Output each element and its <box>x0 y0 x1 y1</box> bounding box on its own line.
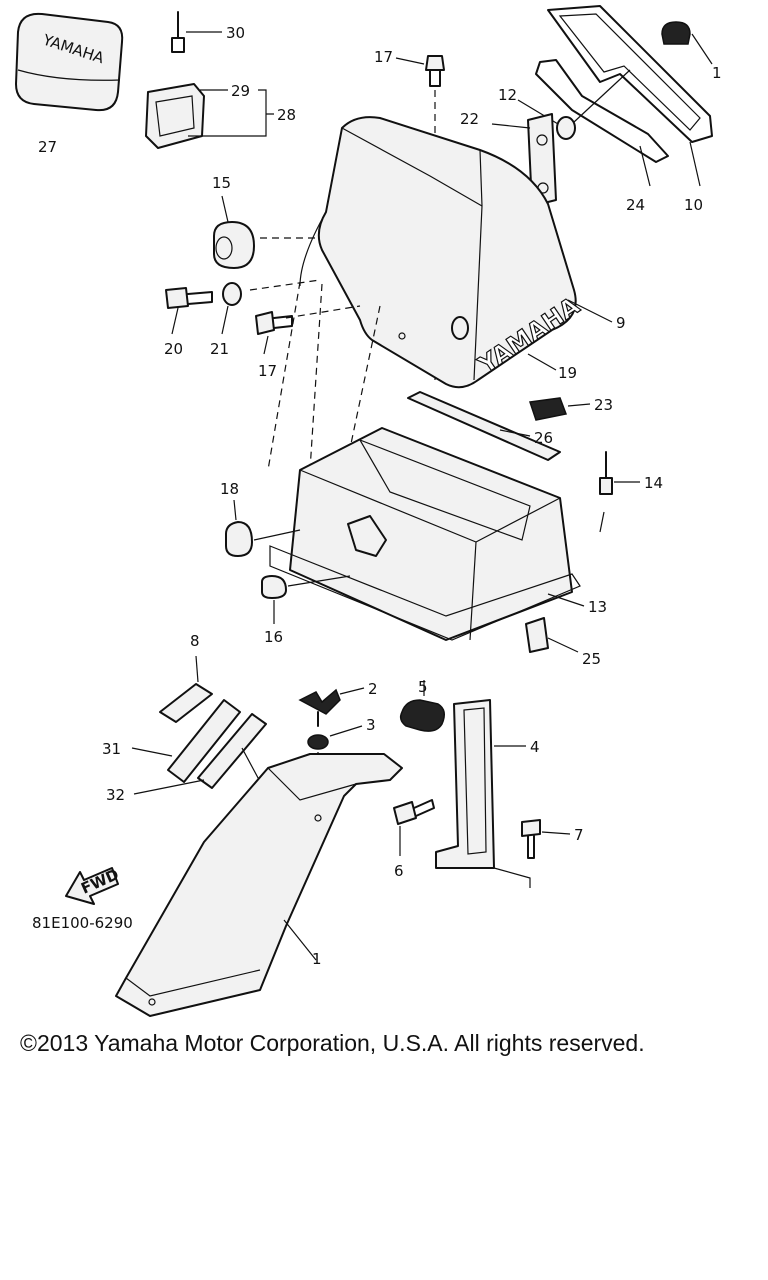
callout-23: 23 <box>594 396 613 414</box>
callout-20: 20 <box>164 340 183 358</box>
callout-17-top: 17 <box>374 48 393 66</box>
callout-6: 6 <box>394 862 404 880</box>
callout-4: 4 <box>530 738 540 756</box>
part-24-bracket <box>535 59 669 187</box>
callout-3: 3 <box>366 716 376 734</box>
part-17-bolt-side <box>255 281 381 497</box>
part-23-pad <box>529 397 591 421</box>
part-21-washer <box>221 282 242 335</box>
callout-16: 16 <box>264 628 283 646</box>
callout-31: 31 <box>102 740 121 758</box>
part-8-pad <box>159 655 213 723</box>
callout-8: 8 <box>190 632 200 650</box>
part-22-plate <box>491 113 557 207</box>
copyright-notice: ©2013 Yamaha Motor Corporation, U.S.A. A… <box>20 1030 645 1056</box>
callout-5: 5 <box>418 678 428 696</box>
part-14-bolt <box>599 451 640 495</box>
part-15-grommet <box>213 195 255 269</box>
part-10-plate <box>547 5 713 187</box>
part-3-washer <box>307 725 363 820</box>
callout-17-side: 17 <box>258 362 277 380</box>
callout-labels: 30 29 28 27 17 1 12 22 24 10 15 9 20 21 … <box>32 24 722 968</box>
callout-9: 9 <box>616 314 626 332</box>
part-30-rivet <box>171 11 222 53</box>
callout-7: 7 <box>574 826 584 844</box>
callout-21: 21 <box>210 340 229 358</box>
part-1-base-plate <box>115 753 403 1017</box>
fwd-arrow-icon: FWD <box>65 865 121 905</box>
callout-26: 26 <box>534 429 553 447</box>
part-7-bolt <box>521 819 571 859</box>
part-31-pad <box>131 699 241 783</box>
part-25-pad <box>525 617 579 653</box>
part-16-cap <box>261 575 351 624</box>
callout-24: 24 <box>626 196 645 214</box>
callout-22: 22 <box>460 110 479 128</box>
callout-28: 28 <box>277 106 296 124</box>
part-29-holder <box>145 83 274 149</box>
callout-13: 13 <box>588 598 607 616</box>
part-4-bracket <box>435 699 531 888</box>
callout-18: 18 <box>220 480 239 498</box>
callout-19: 19 <box>558 364 577 382</box>
callout-32: 32 <box>106 786 125 804</box>
diagram-code: 81E100-6290 <box>32 914 133 932</box>
part-18-grommet <box>225 499 301 557</box>
callout-30: 30 <box>226 24 245 42</box>
parts-exploded-diagram: YAMAHA <box>15 5 722 1017</box>
callout-12: 12 <box>498 86 517 104</box>
part-26-plate <box>407 391 561 461</box>
part-27-tool-bag: YAMAHA <box>15 12 124 112</box>
callout-15: 15 <box>212 174 231 192</box>
callout-14: 14 <box>644 474 663 492</box>
part-1-cap <box>661 21 713 65</box>
callout-2: 2 <box>368 680 378 698</box>
callout-1-bottom: 1 <box>312 950 322 968</box>
callout-10: 10 <box>684 196 703 214</box>
callout-25: 25 <box>582 650 601 668</box>
callout-27: 27 <box>38 138 57 156</box>
part-13-box <box>269 427 605 641</box>
callout-1-top: 1 <box>712 64 722 82</box>
part-5-grommet <box>399 680 445 732</box>
part-20-bolt <box>165 287 213 335</box>
callout-29: 29 <box>231 82 250 100</box>
part-9-cover: YAMAHA <box>249 116 613 389</box>
part-2-wing-bolt <box>298 687 365 727</box>
part-6-bolt <box>393 799 435 856</box>
